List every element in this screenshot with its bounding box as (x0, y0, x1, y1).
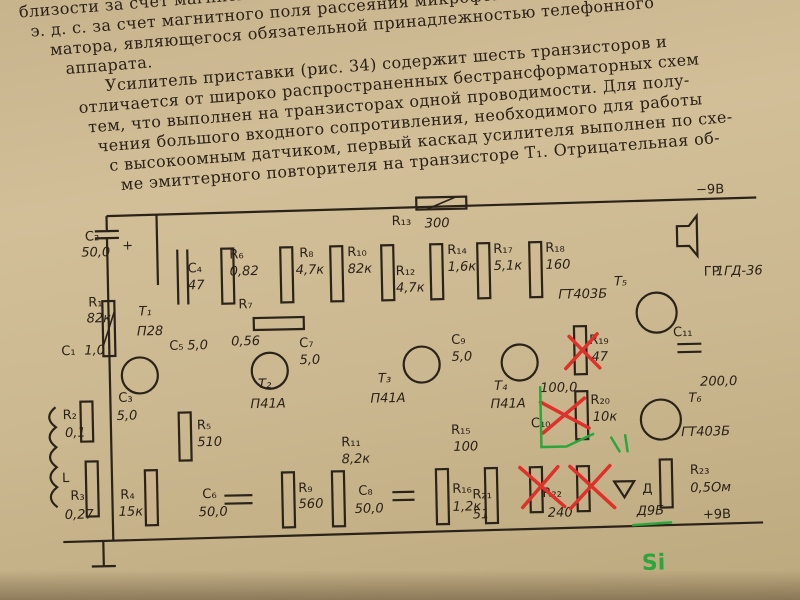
svg-text:R₃: R₃ (70, 489, 85, 504)
svg-text:51: 51 (473, 507, 490, 522)
stage-4: R₁₇ 5,1к R₁₈ 160 T₄ П41А C₁₀ 100,0 R₂₁ 5… (472, 241, 618, 525)
svg-text:Д: Д (642, 482, 652, 497)
svg-text:47: 47 (188, 278, 206, 293)
svg-text:50,0: 50,0 (355, 501, 384, 517)
svg-text:R₁₄: R₁₄ (447, 243, 467, 258)
svg-text:50,0: 50,0 (199, 505, 228, 521)
svg-text:ГТ403Б: ГТ403Б (681, 424, 730, 440)
svg-text:R₁₀: R₁₀ (347, 245, 367, 260)
svg-text:ГР: ГР (704, 264, 720, 279)
svg-text:R₁₆: R₁₆ (452, 482, 472, 497)
svg-text:П41А: П41А (490, 396, 526, 412)
svg-text:560: 560 (298, 497, 323, 513)
svg-text:R₉: R₉ (298, 481, 313, 496)
svg-text:47: 47 (591, 350, 609, 365)
svg-text:T₁: T₁ (138, 304, 151, 319)
svg-text:C₁: C₁ (61, 344, 76, 359)
svg-text:C₈: C₈ (358, 484, 373, 499)
svg-text:100,0: 100,0 (540, 380, 578, 396)
svg-text:R₂₀: R₂₀ (590, 393, 610, 408)
svg-text:5,0: 5,0 (299, 353, 320, 368)
svg-text:C₆: C₆ (202, 487, 217, 502)
svg-text:5,0: 5,0 (187, 338, 208, 353)
svg-text:4,7к: 4,7к (396, 280, 425, 296)
svg-text:1,6к: 1,6к (447, 259, 476, 275)
svg-text:1,0: 1,0 (84, 343, 105, 358)
svg-text:0,5Ом: 0,5Ом (690, 480, 731, 496)
resistor-r13: R₁₃ 300 (392, 195, 468, 232)
svg-text:R₂₃: R₂₃ (690, 463, 710, 478)
svg-text:R₆: R₆ (229, 247, 244, 262)
svg-text:П41А: П41А (370, 391, 406, 407)
svg-text:50,0: 50,0 (81, 245, 110, 261)
svg-text:0,56: 0,56 (231, 334, 260, 350)
svg-text:1,2к: 1,2к (453, 499, 482, 515)
svg-text:0,82: 0,82 (230, 264, 259, 280)
svg-text:R₁₁: R₁₁ (341, 435, 361, 450)
svg-text:R₂: R₂ (63, 408, 78, 423)
svg-text:П28: П28 (137, 324, 164, 340)
capacitor-c2: C₂ 50,0 + (81, 216, 133, 542)
svg-text:5,0: 5,0 (451, 349, 472, 364)
svg-text:C₃: C₃ (118, 391, 133, 406)
svg-text:R₁₇: R₁₇ (493, 242, 513, 257)
svg-text:Д9Б: Д9Б (636, 503, 665, 519)
svg-text:R₂₁: R₂₁ (472, 487, 492, 502)
svg-text:C₉: C₉ (451, 333, 466, 348)
svg-text:8,2к: 8,2к (342, 452, 371, 468)
svg-text:R₁₈: R₁₈ (545, 241, 565, 256)
svg-text:300: 300 (425, 216, 450, 232)
svg-text:4,7к: 4,7к (296, 263, 325, 279)
svg-text:C₁₁: C₁₁ (673, 325, 693, 340)
svg-text:R₁₂: R₁₂ (396, 264, 416, 279)
svg-text:R₈: R₈ (299, 246, 314, 261)
svg-text:0,27: 0,27 (65, 507, 95, 523)
stage-3: R₁₀ 82к R₁₁ 8,2к R₁₂ 4,7к T₃ П41А R₁₄ 1,… (329, 243, 482, 528)
svg-text:10к: 10к (593, 409, 618, 425)
svg-text:82к: 82к (348, 262, 373, 278)
svg-text:T₆: T₆ (688, 391, 701, 406)
svg-text:510: 510 (197, 435, 222, 451)
svg-text:R₁₅: R₁₅ (451, 423, 471, 438)
svg-text:T₂: T₂ (258, 377, 271, 392)
svg-text:ГТ403Б: ГТ403Б (558, 287, 607, 303)
svg-text:0,1: 0,1 (65, 426, 86, 441)
input-stage: R₁ 82к T₁ П28 C₁ 1,0 C₃ 5,0 R₂ 0,1 L R₃ … (48, 215, 164, 568)
svg-text:C₂: C₂ (85, 229, 100, 244)
svg-text:L: L (62, 471, 70, 486)
svg-text:R₄: R₄ (120, 488, 135, 503)
svg-text:R₅: R₅ (197, 418, 212, 433)
svg-text:1ГД-36: 1ГД-36 (716, 263, 763, 279)
handwritten-si: Si (642, 550, 666, 575)
svg-text:T₅: T₅ (614, 274, 627, 289)
svg-text:C₇: C₇ (299, 336, 314, 351)
svg-text:15к: 15к (119, 504, 144, 520)
svg-text:R₁: R₁ (88, 295, 103, 310)
output-stage: T₅ ГТ403Б T₆ ГТ403Б C₁₁ 200,0 R₂₃ 0,5Ом … (558, 212, 763, 519)
supply-pos-label: +9В (703, 507, 731, 523)
svg-text:+: + (122, 239, 133, 254)
svg-text:82к: 82к (86, 311, 111, 327)
svg-text:T₄: T₄ (494, 379, 508, 394)
svg-text:C₄: C₄ (187, 261, 202, 276)
handwritten-marks: Si (518, 332, 673, 576)
svg-text:T₃: T₃ (378, 371, 391, 386)
supply-neg-label: −9В (696, 182, 724, 198)
svg-text:R₁₃: R₁₃ (392, 214, 412, 229)
svg-text:100: 100 (453, 439, 478, 455)
svg-text:5,0: 5,0 (117, 409, 138, 424)
page-edge-shadow (0, 570, 800, 600)
svg-text:240: 240 (548, 505, 573, 521)
svg-text:160: 160 (545, 257, 570, 273)
svg-text:C₅: C₅ (169, 339, 184, 354)
stage-2: C₄ 47 R₆ 0,82 R₇ 0,56 C₅ 5,0 R₅ 510 T₂ П… (169, 246, 325, 529)
svg-text:R₇: R₇ (238, 297, 253, 312)
svg-text:П41А: П41А (250, 396, 286, 412)
positive-rail (63, 521, 764, 544)
svg-text:200,0: 200,0 (700, 374, 738, 390)
svg-text:5,1к: 5,1к (493, 258, 522, 274)
